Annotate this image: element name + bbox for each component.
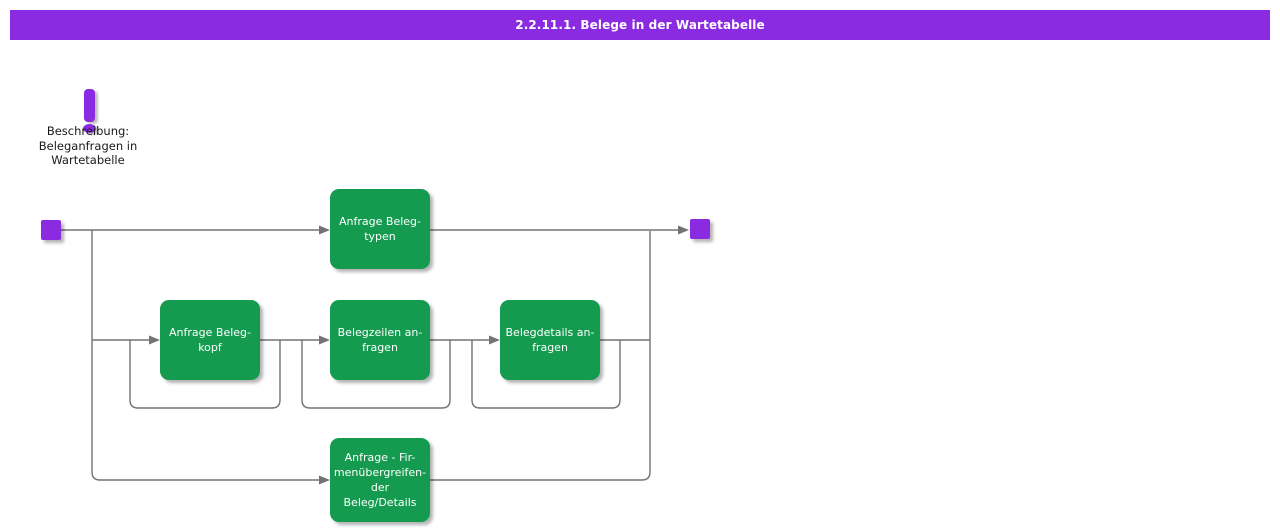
activity-anfrage-belegkopf: Anfrage Beleg- kopf [160, 300, 260, 380]
arrow-into-end [678, 225, 689, 235]
title-bar: 2.2.11.1. Belege in der Wartetabelle [10, 10, 1270, 40]
wire-left-rail [91, 230, 319, 481]
arrow-into-belegdetails [489, 335, 500, 345]
note-line: Wartetabelle [51, 153, 125, 167]
exclamation-icon-dot [83, 124, 96, 133]
start-node [41, 220, 61, 240]
note-text: Beschreibung: Beleganfragen in Wartetabe… [18, 124, 158, 168]
loop-belegkopf [129, 340, 281, 409]
activity-anfrage-firmenuebergreifender-beleg-details: Anfrage - Fir- menübergreifen- der Beleg… [330, 438, 430, 522]
loop-belegdetails [471, 340, 621, 409]
activity-label-line: kopf [198, 341, 222, 354]
exclamation-icon-bar [84, 89, 95, 122]
arrow-into-belegkopf [149, 335, 160, 345]
end-node [690, 219, 710, 239]
flow-arrows [149, 225, 689, 485]
note-line: Beschreibung: [46, 124, 130, 138]
activity-label-line: Belegdetails an- [505, 326, 595, 339]
activity-label-line: Beleg/Details [343, 496, 417, 509]
activity-label-line: der [370, 481, 390, 494]
activity-label-line: fragen [362, 341, 398, 354]
arrow-into-firmen [319, 475, 330, 485]
activity-label-line: menübergreifen- [333, 466, 427, 479]
activity-label-line: typen [364, 230, 396, 243]
activity-label-line: Anfrage - Fir- [344, 451, 416, 464]
activity-label-line: Belegzeilen an- [337, 326, 423, 339]
note-line: Beleganfragen in [38, 138, 138, 153]
flow-lines [61, 229, 678, 481]
activity-label-line: fragen [532, 341, 568, 354]
arrow-into-belegtypen [319, 225, 330, 235]
activity-label-line: Anfrage Beleg- [339, 215, 421, 228]
arrow-into-belegzeilen [319, 335, 330, 345]
page-title: 2.2.11.1. Belege in der Wartetabelle [515, 18, 765, 32]
loop-belegzeilen [301, 340, 451, 409]
activity-belegdetails-anfragen: Belegdetails an- fragen [500, 300, 600, 380]
activity-anfrage-belegtypen: Anfrage Beleg- typen [330, 189, 430, 269]
activity-label-line: Anfrage Beleg- [169, 326, 251, 339]
activity-belegzeilen-anfragen: Belegzeilen an- fragen [330, 300, 430, 380]
wire-right-rail [430, 231, 651, 481]
